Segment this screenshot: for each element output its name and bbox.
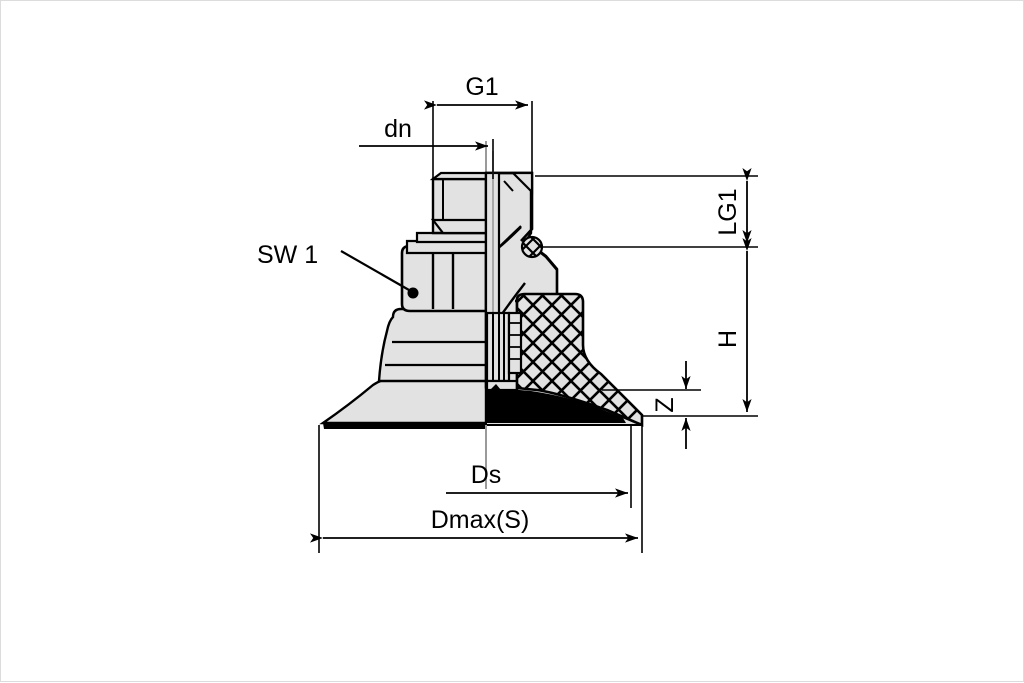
dimension-label-sw1: SW 1 <box>257 241 318 269</box>
suction-cup-lip <box>319 377 643 429</box>
dimension-lg1: LG1 <box>535 168 758 248</box>
dimension-label-ds: Ds <box>471 461 502 489</box>
dimension-label-g1: G1 <box>465 73 498 101</box>
dimension-dn: dn <box>359 115 494 179</box>
dimension-ds: Ds <box>446 425 632 508</box>
hex-nut <box>400 231 488 313</box>
dimension-label-dmax-s: Dmax(S) <box>431 506 530 534</box>
cup-shell-left <box>377 307 488 383</box>
dimension-label-dn: dn <box>384 115 412 143</box>
suction-cup-assembly <box>319 151 644 429</box>
dimension-g1: G1 <box>424 73 533 181</box>
sw1-leader <box>340 250 419 299</box>
dimension-label-h: H <box>714 330 742 348</box>
dimension-dmax-s: Dmax(S) <box>310 425 643 553</box>
elastomer-cup-section <box>507 292 644 427</box>
dimension-z: Z <box>602 361 701 449</box>
sectioned-body <box>484 151 644 427</box>
dimension-sw1: SW 1 <box>257 241 318 269</box>
oring-seal <box>520 235 544 259</box>
dimension-label-lg1: LG1 <box>714 188 742 235</box>
sw1-leader-dot <box>407 287 419 299</box>
threaded-stud-left <box>429 171 488 235</box>
dimension-label-z: Z <box>651 397 679 412</box>
dimension-h: H <box>641 238 758 417</box>
